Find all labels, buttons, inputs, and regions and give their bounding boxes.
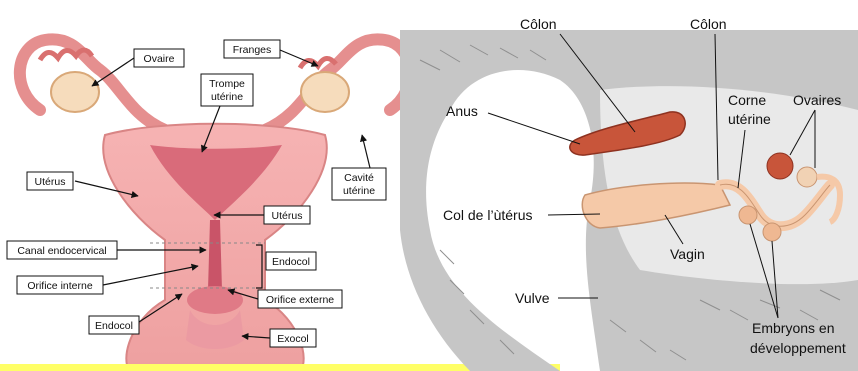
label-orifice-externe-text: Orifice externe xyxy=(266,294,334,306)
label-orifice-interne-text: Orifice interne xyxy=(27,280,93,292)
label-embryons-line1: Embryons en xyxy=(752,320,834,336)
label-trompe-line1: Trompe xyxy=(209,78,245,90)
label-vulve: Vulve xyxy=(515,290,550,306)
label-ovaires: Ovaires xyxy=(793,92,841,108)
label-col: Col de l’ùtérus xyxy=(443,207,533,223)
label-uterus-center-text: Utérus xyxy=(272,210,303,222)
cervical-canal xyxy=(208,220,222,290)
label-endocol-bottom-text: Endocol xyxy=(95,320,133,332)
label-franges-text: Franges xyxy=(233,44,272,56)
label-exocol-text: Exocol xyxy=(277,333,309,345)
ovary-animal-2 xyxy=(797,167,817,187)
ovary-animal-1 xyxy=(767,153,793,179)
animal-reproductive-diagram: Côlon Côlon Anus Corne utérine Ovaires C… xyxy=(400,16,858,371)
label-corne-line1: Corne xyxy=(728,92,766,108)
label-cavite-line2: utérine xyxy=(343,185,375,197)
cervix-os xyxy=(187,286,243,314)
label-endocol-right-text: Endocol xyxy=(272,256,310,268)
label-anus: Anus xyxy=(446,103,478,119)
label-embryons-line2: développement xyxy=(750,340,846,356)
label-ovaire-text: Ovaire xyxy=(144,53,175,65)
label-colon-left: Côlon xyxy=(520,16,557,32)
embryo-2 xyxy=(763,223,781,241)
ovary-left xyxy=(51,72,99,112)
ovary-right xyxy=(301,72,349,112)
label-cavite-line1: Cavité xyxy=(344,172,374,184)
label-uterus-left-text: Utérus xyxy=(35,176,66,188)
label-trompe-line2: utérine xyxy=(211,91,243,103)
label-vagin: Vagin xyxy=(670,246,705,262)
embryo-1 xyxy=(739,206,757,224)
label-corne-line2: utérine xyxy=(728,111,771,127)
label-colon-right: Côlon xyxy=(690,16,727,32)
label-canal-text: Canal endocervical xyxy=(17,245,106,257)
label-cavite: Cavité utérine xyxy=(332,135,386,200)
